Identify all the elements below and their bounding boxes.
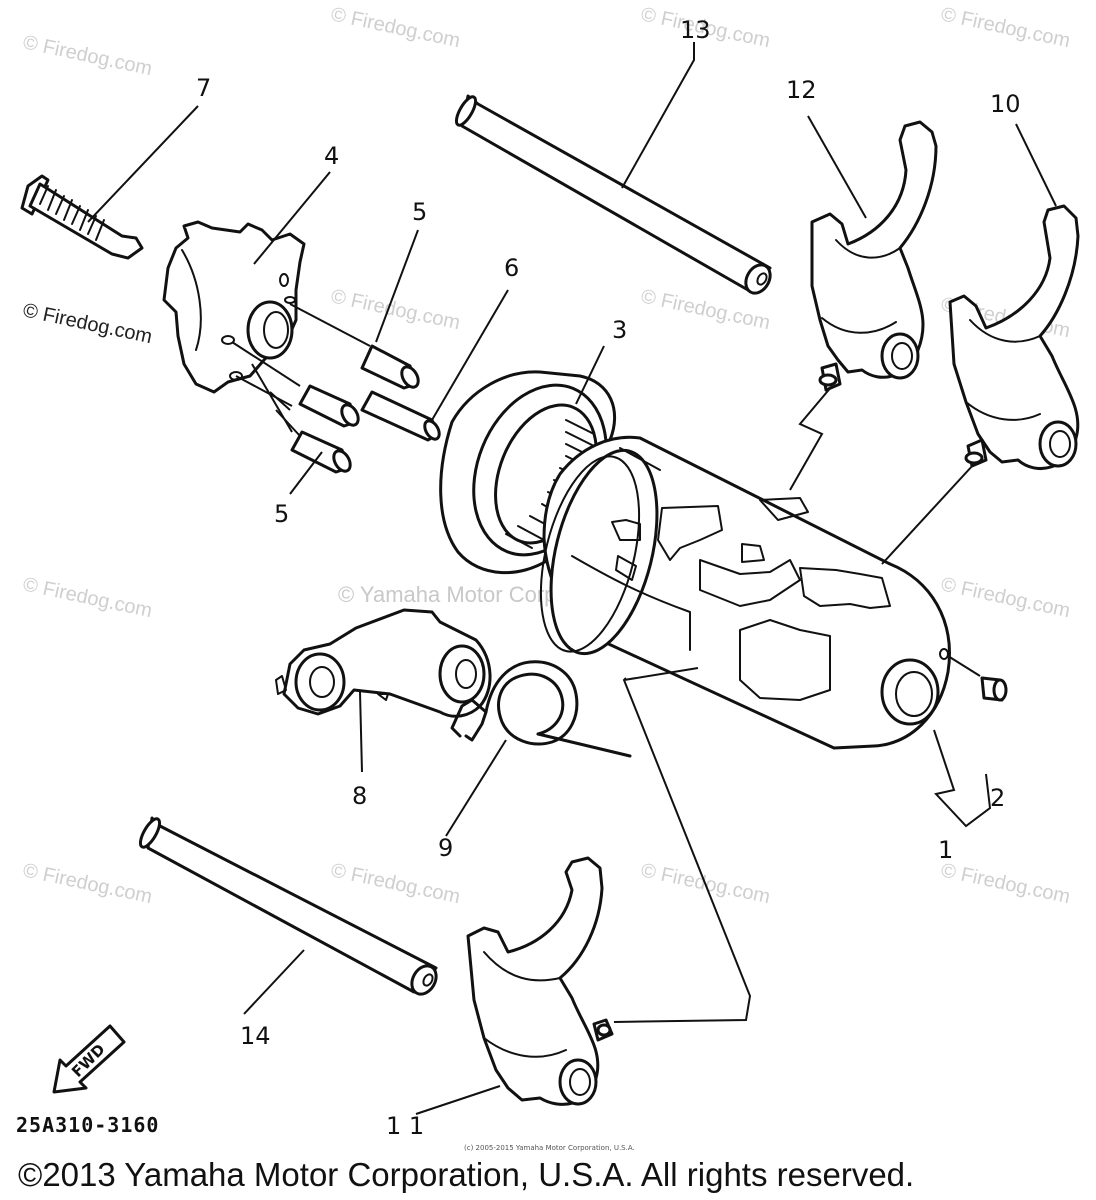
callout-8: 8: [352, 782, 367, 810]
callout-2: 2: [990, 784, 1005, 812]
callout-6: 6: [504, 254, 519, 282]
dowel-pin-5-lower: [290, 430, 352, 474]
forward-arrow-icon: FWD: [52, 1024, 126, 1094]
watermark-firedog: © Firedog.com: [329, 859, 462, 908]
shift-fork-10: [948, 204, 1080, 470]
stopper-lever-8: [275, 608, 492, 718]
callout-1: 1: [938, 836, 953, 864]
shift-fork-12: [810, 120, 938, 392]
pin-2: [947, 655, 1008, 702]
callout-5-upper: 5: [412, 198, 427, 226]
segment-plate-4: [162, 220, 306, 394]
callout-4: 4: [324, 142, 339, 170]
watermark-firedog: © Firedog.com: [329, 3, 462, 52]
bearing-3: [439, 370, 616, 575]
pin-6: [360, 390, 441, 442]
dowel-pin-5-middle: [298, 384, 360, 428]
watermark-firedog: © Firedog.com: [21, 31, 154, 80]
callout-10: 10: [990, 90, 1021, 118]
bolt-7: [20, 174, 144, 260]
watermark-firedog: © Firedog.com: [939, 3, 1072, 52]
callout-12: 12: [786, 76, 817, 104]
assembly-lines-4: [231, 303, 371, 437]
dowel-pin-5-upper: [360, 344, 420, 390]
callout-14: 14: [240, 1022, 271, 1050]
callout-13: 13: [680, 16, 711, 44]
shift-drum-1: [539, 435, 951, 750]
callout-3: 3: [612, 316, 627, 344]
diagram-code: 25A310-3160: [16, 1113, 159, 1137]
callouts: 13 12 10 7 4 5 6 3 5 8 9 2 1 14 1 1: [196, 16, 1021, 1140]
torsion-spring-9: [450, 660, 632, 758]
watermark-firedog: © Firedog.com: [21, 573, 154, 622]
watermark-firedog: © Firedog.com: [939, 573, 1072, 622]
watermark-firedog: © Firedog.com: [939, 859, 1072, 908]
shift-fork-guide-bar-upper: [454, 94, 772, 295]
callout-9: 9: [438, 834, 453, 862]
copyright-notice: ©2013 Yamaha Motor Corporation, U.S.A. A…: [18, 1156, 914, 1193]
small-print: (c) 2005-2015 Yamaha Motor Corporation, …: [464, 1144, 635, 1152]
watermark-firedog: © Firedog.com: [21, 859, 154, 908]
firedog-label-dark: © Firedog.com: [21, 299, 154, 348]
callout-7: 7: [196, 74, 211, 102]
callout-5-lower: 5: [274, 500, 289, 528]
shift-fork-11: [466, 856, 614, 1106]
shift-fork-guide-bar-lower: [138, 816, 438, 996]
leader-lines: [87, 42, 1057, 1115]
callout-11: 1 1: [386, 1112, 424, 1140]
